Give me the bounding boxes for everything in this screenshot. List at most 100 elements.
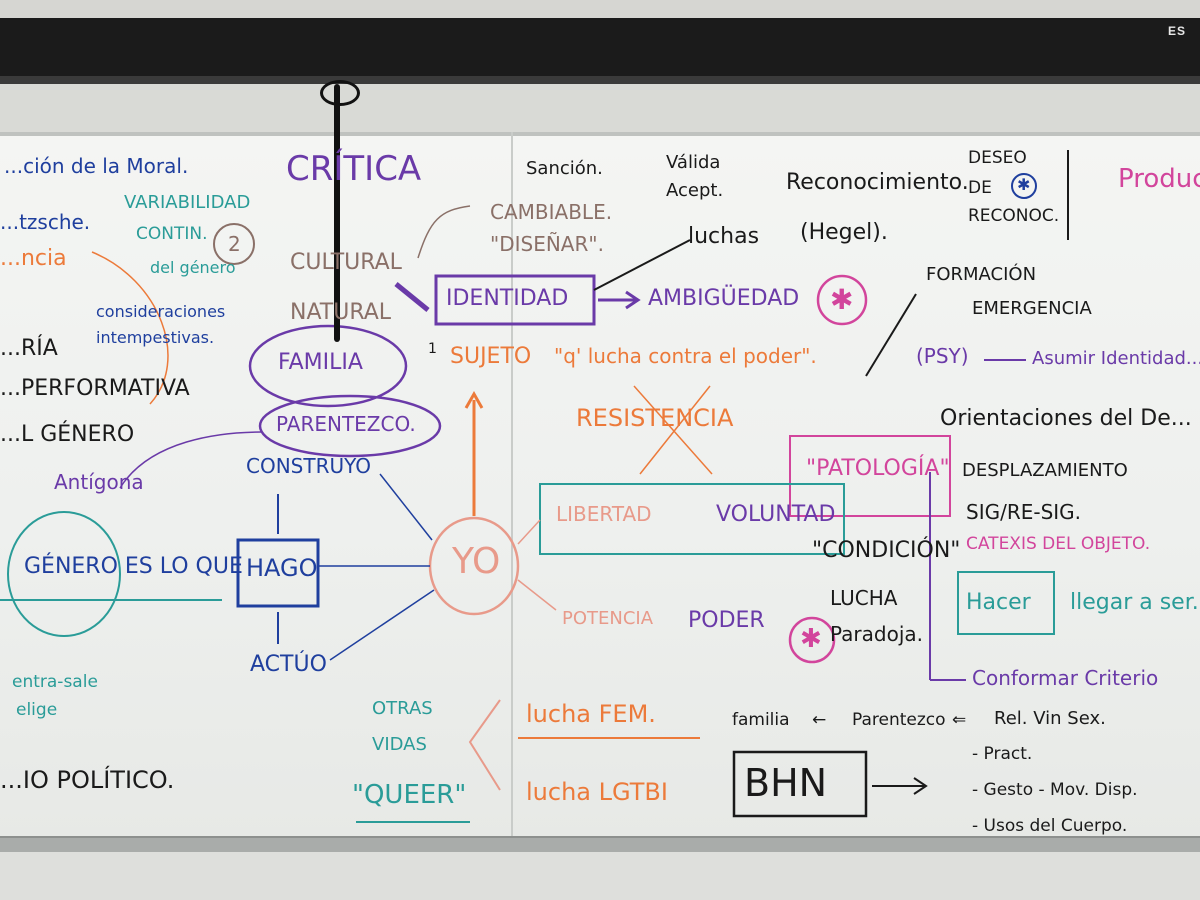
- text-rel-vin: Rel. Vin Sex.: [994, 708, 1106, 729]
- text-ambiguedad: AMBIGÜEDAD: [648, 286, 800, 311]
- antigona-arrow: [119, 431, 263, 489]
- asterisk-icon-bottom: ✱: [800, 624, 822, 654]
- text-de: DE: [968, 178, 992, 198]
- text-del-genero: del género: [150, 258, 236, 277]
- text-pract: - Pract.: [972, 744, 1033, 764]
- text-luchas: luchas: [688, 224, 760, 249]
- hago-box: [236, 538, 320, 608]
- text-actuo: ACTÚO: [250, 652, 327, 677]
- whiteboard: [0, 132, 1200, 841]
- libertad-box: [539, 483, 845, 555]
- text-reconoc: RECONOC.: [968, 206, 1060, 226]
- text-ncia: ...ncia: [0, 246, 67, 271]
- text-patologia: "PATOLOGÍA": [806, 456, 950, 481]
- text-acept: Acept.: [666, 180, 724, 201]
- identidad-luchas-arrow: [593, 239, 691, 291]
- text-hacer: Hacer: [966, 590, 1031, 615]
- consideraciones-arrow: [91, 251, 169, 405]
- text-lucha: LUCHA: [830, 586, 898, 610]
- text-cultural: CULTURAL: [290, 250, 402, 275]
- text-intempestivas: intempestivas.: [96, 328, 215, 347]
- text-nietzsche: ...tzsche.: [0, 210, 91, 234]
- text-usos: - Usos del Cuerpo.: [972, 816, 1128, 836]
- text-consideraciones: consideraciones: [96, 302, 226, 321]
- text-antigona: Antígona: [54, 470, 144, 494]
- text-asumir: Asumir Identidad...: [1032, 348, 1200, 369]
- text-lucha-fem: lucha FEM.: [526, 700, 656, 728]
- text-desplazamiento: DESPLAZAMIENTO: [962, 460, 1128, 481]
- text-paradoja: Paradoja.: [830, 622, 923, 646]
- projector-screen-case: [0, 18, 1200, 76]
- arrow-left-icon-familia: ←: [812, 710, 827, 730]
- wall-bottom: [0, 852, 1200, 900]
- text-natural: NATURAL: [290, 300, 392, 325]
- text-poder: PODER: [688, 608, 765, 633]
- text-voluntad: VOLUNTAD: [716, 502, 836, 527]
- asterisk-icon-deseo: ✱: [1017, 175, 1031, 194]
- text-hegel: (Hegel).: [800, 220, 888, 245]
- purple-slash: [394, 282, 430, 312]
- hacer-box: [957, 571, 1055, 635]
- text-emergencia: EMERGENCIA: [972, 298, 1092, 319]
- text-llegar: llegar a ser...: [1070, 590, 1200, 615]
- text-circle-one: 1: [428, 341, 437, 357]
- text-gesto: - Gesto - Mov. Disp.: [972, 780, 1138, 800]
- text-parentezco: PARENTEZCO.: [276, 412, 416, 436]
- text-valida: Válida: [666, 152, 721, 173]
- identidad-box: [434, 274, 596, 326]
- text-resistencia: RESISTENCIA: [576, 404, 734, 432]
- text-psy: (PSY): [916, 344, 969, 368]
- text-sig: SIG/RE-SIG.: [966, 500, 1082, 524]
- text-critica: CRÍTICA: [286, 149, 422, 189]
- text-potencia: POTENCIA: [562, 608, 654, 629]
- resistencia-cross-1: [633, 385, 713, 475]
- cultural-arrow: [417, 205, 471, 259]
- arrow-left-icon-parentezco: ⇐: [952, 710, 967, 730]
- text-sujeto: SUJETO: [450, 344, 532, 369]
- parentezco-ellipse: [258, 394, 442, 458]
- bhn-box: [732, 750, 868, 818]
- queer-bracket: [468, 699, 501, 791]
- screen-brand-logo: ES: [1167, 24, 1186, 38]
- formacion-line: [865, 293, 917, 377]
- yo-line-4: [517, 579, 557, 611]
- marker-tray: [0, 836, 1200, 854]
- text-reconocimiento: Reconocimiento.: [786, 170, 969, 195]
- text-vidas: VIDAS: [372, 734, 427, 755]
- text-two: 2: [228, 232, 241, 256]
- text-produc: Produc...: [1118, 164, 1200, 194]
- text-deseo: DESEO: [968, 148, 1027, 168]
- text-yo: YO: [452, 541, 501, 582]
- text-queer: "QUEER": [352, 780, 467, 810]
- text-cambiable: CAMBIABLE.: [490, 200, 613, 224]
- text-libertad: LIBERTAD: [556, 502, 652, 526]
- text-bhn: BHN: [744, 761, 828, 805]
- text-catexis: CATEXIS DEL OBJETO.: [966, 534, 1151, 554]
- text-genero-es: GÉNERO ES LO QUE: [24, 554, 243, 579]
- text-lucha-lgtbi: lucha LGTBI: [526, 778, 668, 806]
- asterisk-circle-top: [816, 274, 868, 326]
- yo-line-3: [329, 589, 435, 661]
- screen-case-edge: [0, 76, 1200, 84]
- text-lucha-poder: "q' lucha contra el poder".: [554, 344, 817, 368]
- text-ria: ...RÍA: [0, 336, 58, 361]
- yo-line-2: [379, 473, 433, 541]
- text-otras: OTRAS: [372, 698, 433, 719]
- asterisk-circle-deseo: [1011, 173, 1037, 199]
- text-hago: HAGO: [246, 554, 318, 582]
- text-contin: CONTIN.: [136, 224, 208, 244]
- text-politico: ...IO POLÍTICO.: [0, 766, 175, 794]
- text-formacion: FORMACIÓN: [926, 264, 1037, 285]
- yo-line-5: [517, 519, 541, 545]
- whiteboard-seam: [511, 132, 513, 837]
- genero-ellipse: [7, 511, 121, 637]
- text-conformar: Conformar Criterio: [972, 666, 1159, 690]
- resistencia-cross-2: [639, 385, 711, 475]
- wall-strip: [0, 84, 1200, 140]
- text-elige: elige: [16, 700, 58, 720]
- text-disenar: "DISEÑAR".: [490, 232, 604, 256]
- text-condicion: "CONDICIÓN": [812, 538, 961, 563]
- patologia-box: [789, 435, 951, 517]
- text-familia-small: familia: [732, 710, 790, 730]
